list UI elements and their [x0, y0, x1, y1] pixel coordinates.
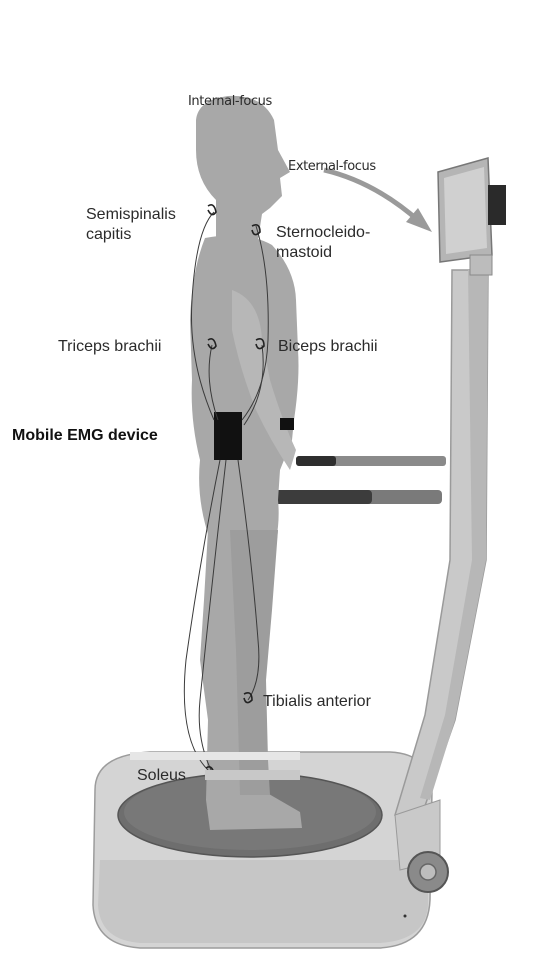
human-figure	[190, 96, 302, 830]
mobile-emg-label: Mobile EMG device	[12, 426, 158, 445]
sternocleido-label-line1: Sternocleido-	[276, 223, 370, 242]
triceps-label: Triceps brachii	[58, 337, 161, 356]
sternocleido-label-line2: mastoid	[276, 243, 332, 262]
biceps-label: Biceps brachii	[278, 337, 378, 356]
tibialis-label: Tibialis anterior	[263, 692, 371, 711]
internal-focus-label: Internal-focus	[188, 92, 272, 111]
monitor	[438, 158, 506, 275]
stand-column	[395, 270, 488, 892]
semispinalis-label-line2: capitis	[86, 225, 131, 244]
soleus-label: Soleus	[137, 766, 186, 785]
semispinalis-label-line1: Semispinalis	[86, 205, 176, 224]
external-focus-label: External-focus	[288, 157, 376, 176]
